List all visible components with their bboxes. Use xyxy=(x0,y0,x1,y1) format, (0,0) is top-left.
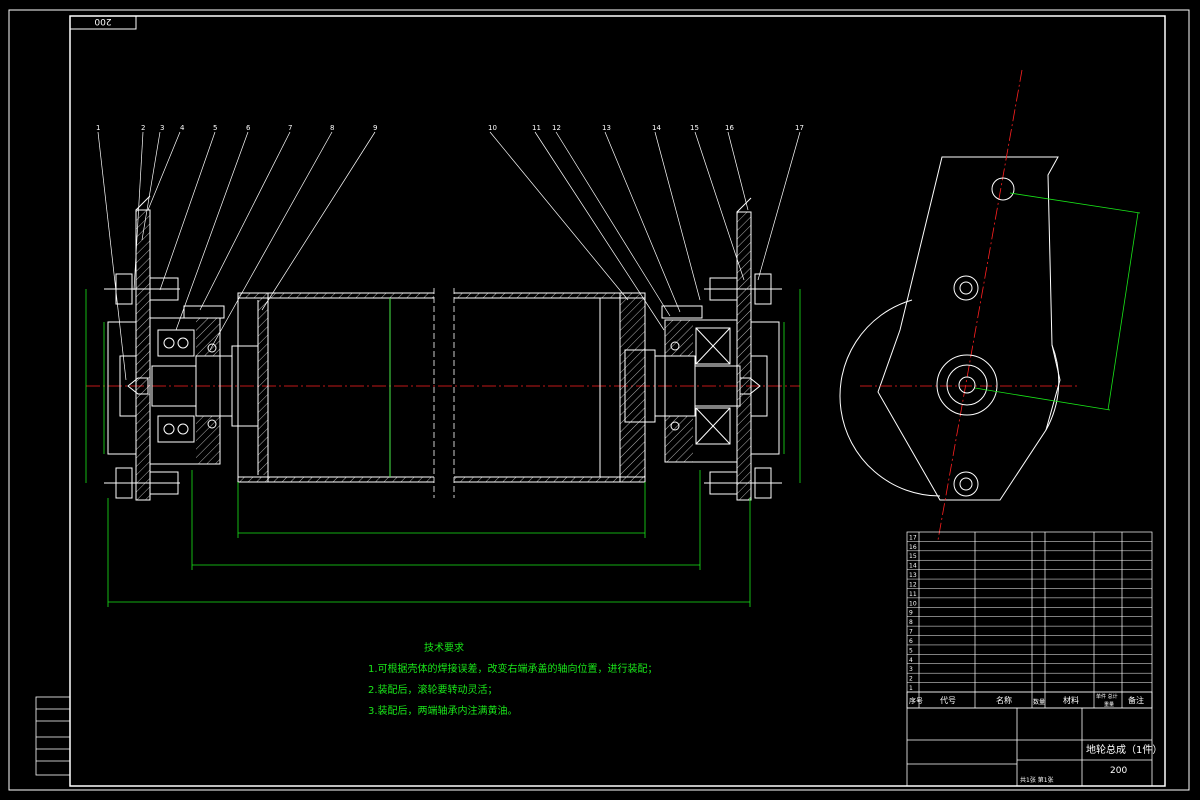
technical-requirements: 技术要求 1.可根据壳体的焊接误差，改变右端承盖的轴向位置，进行装配； 2.装配… xyxy=(368,638,658,722)
hub-mid xyxy=(946,364,988,406)
leader-label-4: 4 xyxy=(180,124,185,132)
bom-header-weight: 重量 xyxy=(1104,702,1115,708)
leader-labels: 1 2 3 4 5 6 7 8 9 10 11 12 13 14 15 16 1… xyxy=(96,124,804,132)
leader-label-8: 8 xyxy=(330,124,334,132)
bom-row-number: 17 xyxy=(909,534,917,541)
side-dim-line xyxy=(1107,212,1139,411)
drawing-number: 200 xyxy=(1110,766,1128,776)
bom-header-remark: 备注 xyxy=(1128,696,1144,705)
leader-label-17: 17 xyxy=(795,124,804,132)
bom-row-number: 14 xyxy=(909,563,917,570)
upper-nut xyxy=(953,275,979,301)
sheet-info: 共1张 第1张 xyxy=(1020,777,1054,784)
bom-row-number: 12 xyxy=(909,581,917,588)
tech-req-item-2: 2.装配后，滚轮要转动灵活； xyxy=(368,685,498,696)
bom-row-number: 10 xyxy=(909,600,917,607)
leader-label-12: 12 xyxy=(552,124,561,132)
leader-label-10: 10 xyxy=(488,124,497,132)
leader-label-16: 16 xyxy=(725,124,734,132)
drum-shell-right xyxy=(454,292,646,483)
drawing-name: 地轮总成（1件） xyxy=(1086,745,1163,756)
bom-header-seq: 序号 xyxy=(909,697,923,705)
corner-code: 200 xyxy=(94,16,111,26)
bom-header-qty: 数量 xyxy=(1033,699,1046,706)
tech-req-title: 技术要求 xyxy=(424,643,464,654)
outer-border xyxy=(8,9,1190,791)
bom-row-number: 4 xyxy=(909,657,913,664)
bom-header-material: 材料 xyxy=(1063,696,1079,705)
side-view xyxy=(839,69,1141,541)
tech-req-item-3: 3.装配后，两端轴承内注满黄油。 xyxy=(368,706,518,717)
hatch-right-housing-b xyxy=(665,416,693,462)
leader-label-3: 3 xyxy=(160,124,164,132)
leader-label-1: 1 xyxy=(96,124,100,132)
bom-row-number: 2 xyxy=(909,676,913,683)
bom-row-number: 8 xyxy=(909,619,913,626)
lower-nut-inner xyxy=(959,477,973,491)
lower-nut xyxy=(953,471,979,497)
leader-lines xyxy=(97,131,801,381)
bom-row-number: 5 xyxy=(909,647,913,654)
left-bolts xyxy=(104,273,180,499)
side-dim-ext-bottom xyxy=(974,387,1111,411)
tech-req-item-1: 1.可根据壳体的焊接误差，改变右端承盖的轴向位置，进行装配； xyxy=(368,664,658,675)
dimension-lines xyxy=(85,289,801,607)
bom-row-number: 15 xyxy=(909,553,917,560)
upper-nut-inner xyxy=(959,281,973,295)
hatch-left-end-plate xyxy=(258,298,268,475)
leader-label-2: 2 xyxy=(141,124,145,132)
hatch-right-end-plate xyxy=(620,298,645,477)
leader-label-15: 15 xyxy=(690,124,699,132)
hatch-left-plate xyxy=(136,210,150,500)
bom-header: 序号 xyxy=(909,696,923,706)
bracket-outline xyxy=(877,156,1061,501)
hub-inner xyxy=(958,376,976,394)
bom-header-single-total: 单件 总计 xyxy=(1096,694,1118,700)
bom-row-number: 6 xyxy=(909,638,913,645)
inner-frame xyxy=(69,15,1166,787)
upper-pivot-hole xyxy=(991,177,1015,201)
wheel-arc-left xyxy=(839,299,941,497)
hatch-left-housing xyxy=(196,318,220,356)
side-dim-ext-top xyxy=(1009,192,1141,214)
bom-row-number: 1 xyxy=(909,685,913,692)
leader-label-9: 9 xyxy=(373,124,377,132)
bom-table xyxy=(906,531,1153,709)
bom-row-number: 13 xyxy=(909,572,917,579)
hatch-right-plate xyxy=(737,212,751,500)
bom-rows: 17 16 15 14 13 12 11 10 9 8 7 6 5 4 3 2 1 xyxy=(907,534,1152,693)
leader-label-6: 6 xyxy=(246,124,251,132)
left-margin-stamp xyxy=(35,696,71,776)
side-inclined-axis xyxy=(937,69,1023,541)
leader-label-13: 13 xyxy=(602,124,611,132)
bom-row-number: 11 xyxy=(909,591,917,598)
bom-row-number: 3 xyxy=(909,666,913,673)
bom-row-number: 9 xyxy=(909,610,913,617)
wheel-arc-right xyxy=(1045,344,1060,431)
leader-label-11: 11 xyxy=(532,124,541,132)
hatch-shell-bottom xyxy=(238,477,434,482)
hatch-left-housing-b xyxy=(196,416,220,464)
title-block-frame xyxy=(906,691,1153,787)
leader-label-5: 5 xyxy=(213,124,217,132)
hatch-shell-top xyxy=(238,293,434,298)
leader-label-14: 14 xyxy=(652,124,661,132)
right-bolts xyxy=(704,273,782,499)
bom-row-number: 16 xyxy=(909,544,917,551)
hatch-shell-bottom-r xyxy=(454,477,645,482)
hub-outer xyxy=(936,354,998,416)
bom-row-number: 7 xyxy=(909,629,913,636)
leader-label-7: 7 xyxy=(288,124,292,132)
hatch-right-housing xyxy=(665,320,693,356)
bom-header-name: 名称 xyxy=(996,696,1012,705)
hatch-shell-top-r xyxy=(454,293,645,298)
roller-section-view xyxy=(85,131,801,607)
bom-header-code: 代号 xyxy=(940,696,956,705)
corner-code-box xyxy=(69,15,137,30)
